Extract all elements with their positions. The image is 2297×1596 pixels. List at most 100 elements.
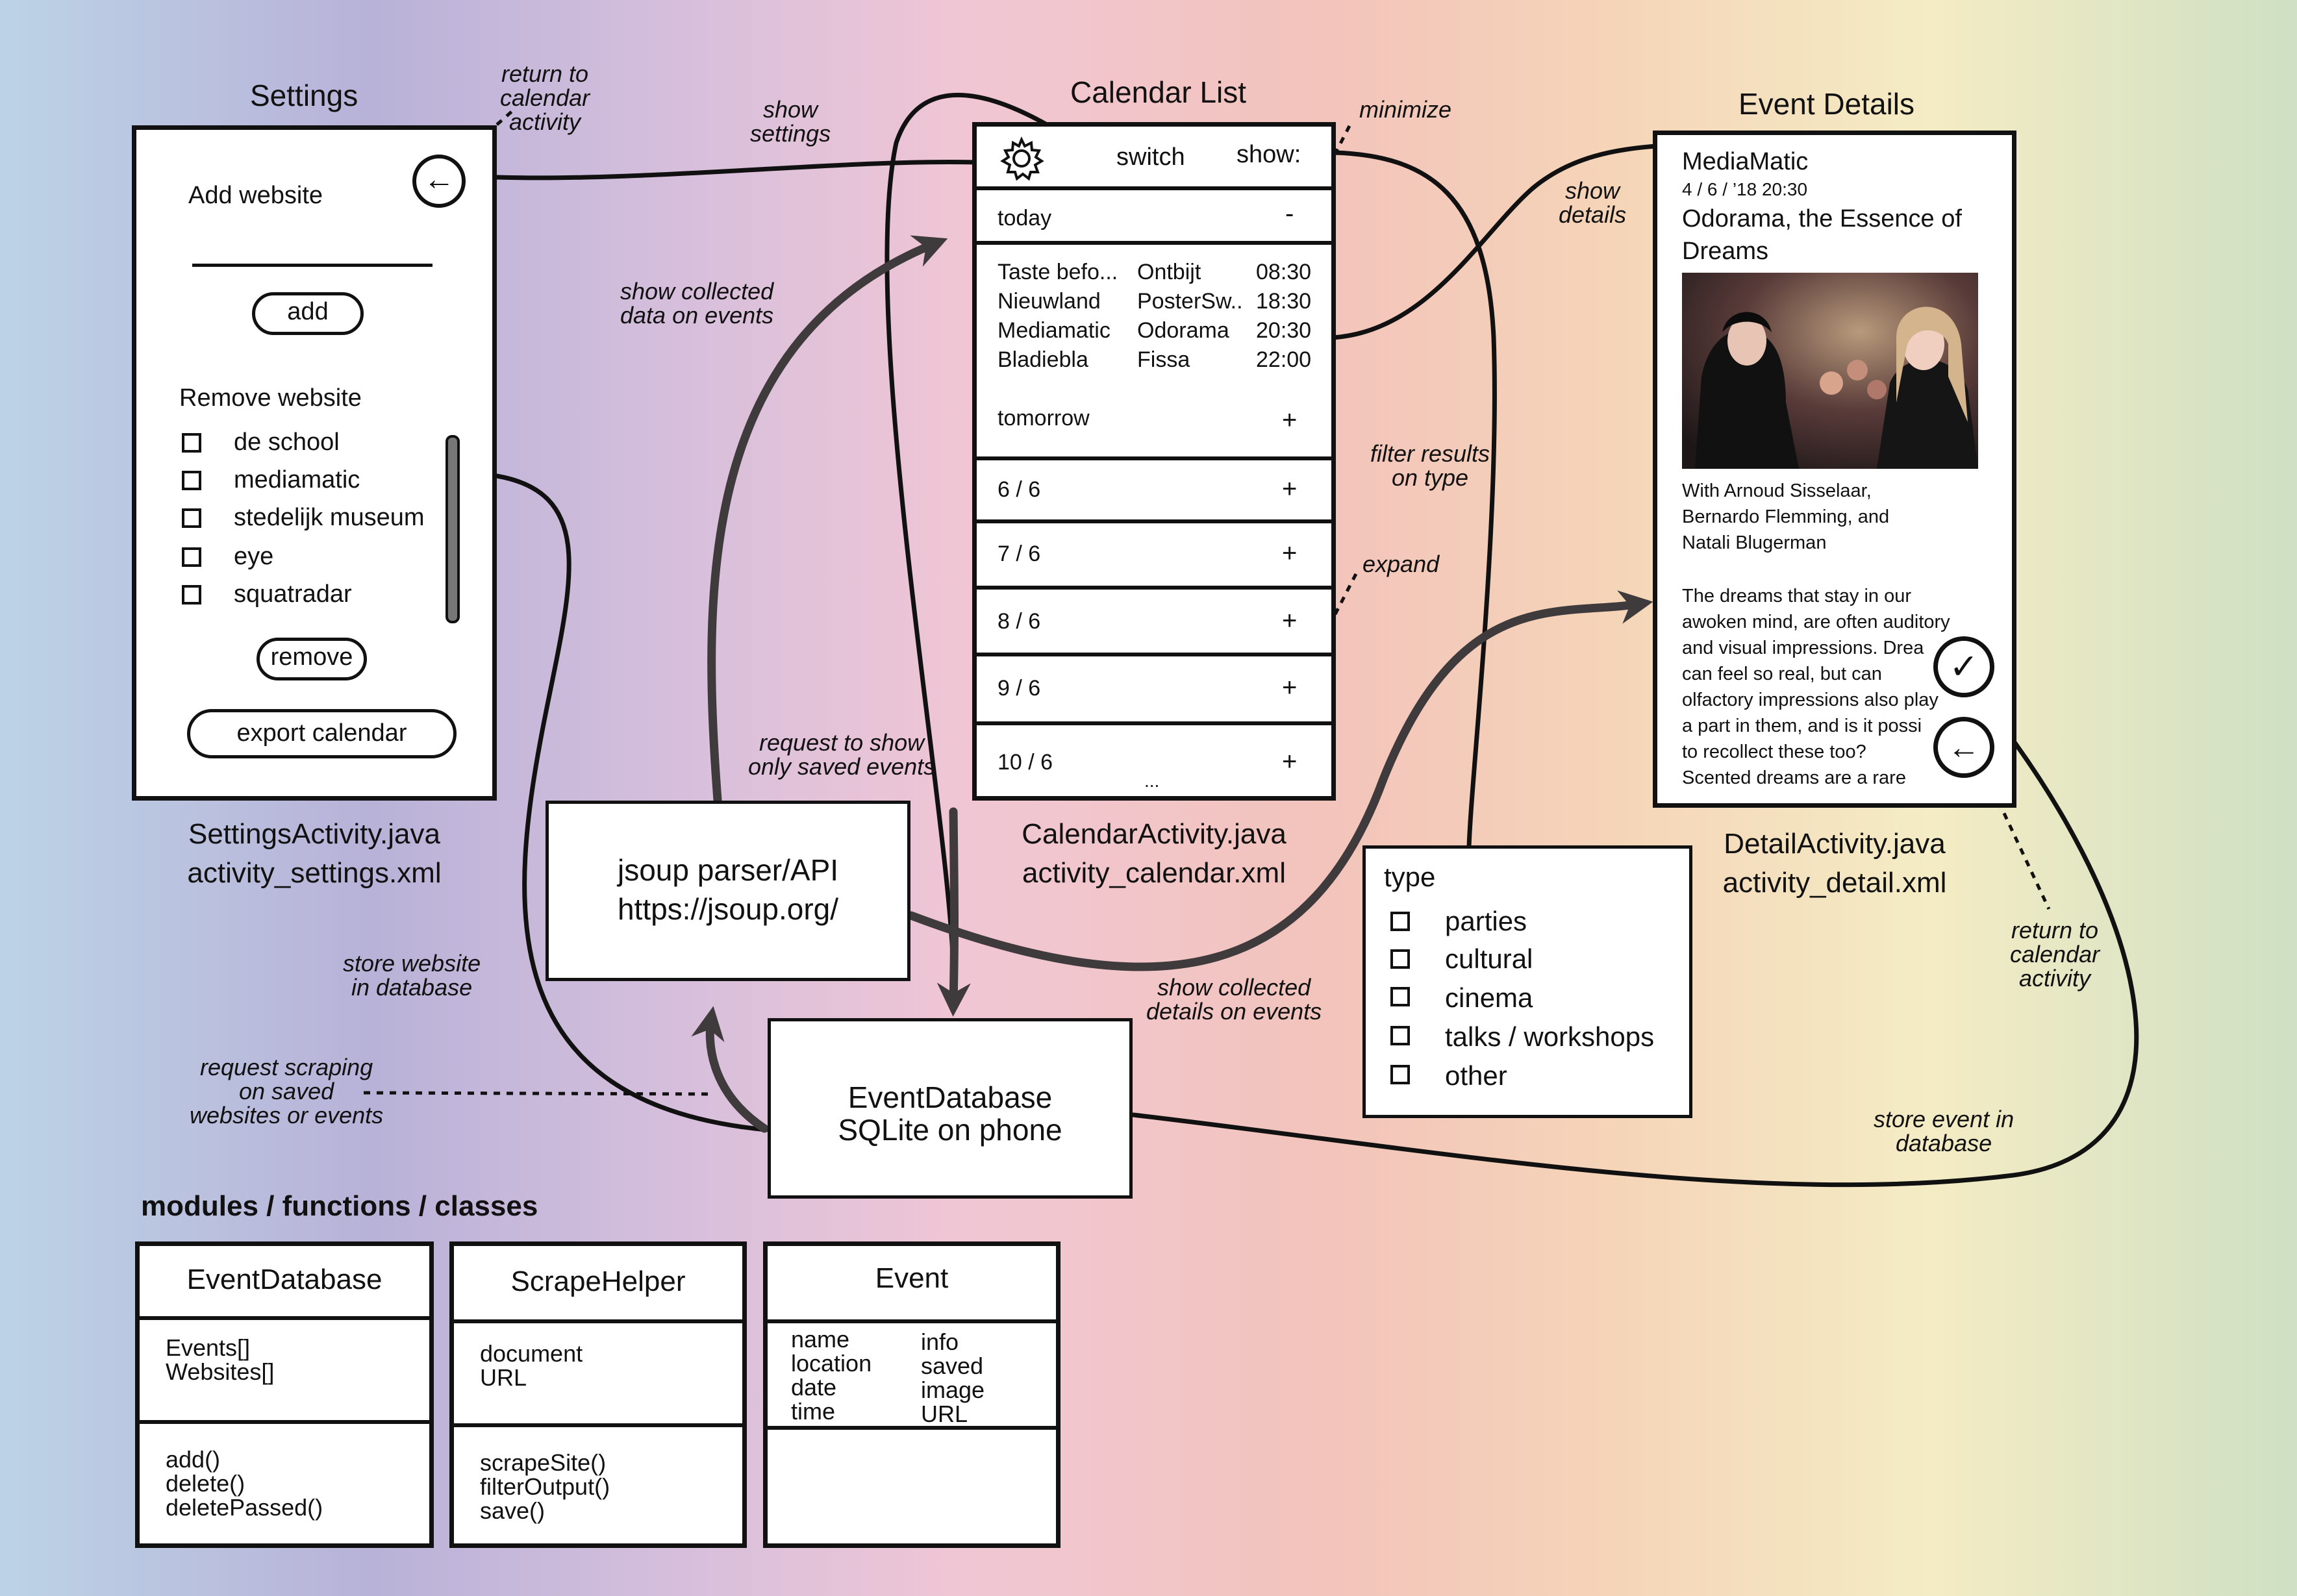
website-label: squatradar (234, 580, 352, 608)
note-line: activity (2019, 965, 2091, 991)
event-row[interactable]: Taste befo... Ontbijt 08:30 (977, 260, 1331, 289)
event-name: Ontbijt (1137, 260, 1201, 284)
note-line: on saved (239, 1078, 334, 1104)
class-name: EventDatabase (140, 1246, 429, 1320)
class-field: saved (921, 1353, 984, 1379)
back-button[interactable]: ← (412, 155, 466, 208)
expand-button[interactable]: + (1282, 475, 1298, 503)
link-settings-calendar (494, 160, 978, 181)
class-method: save() (480, 1497, 546, 1524)
description-line: a part in them, and is it possi (1682, 716, 1922, 736)
description-line: olfactory impressions also play (1682, 690, 1939, 710)
day-label: 9 / 6 (998, 676, 1041, 701)
description-line: and visual impressions. Drea (1682, 638, 1924, 658)
note-minimize: minimize (1359, 97, 1451, 121)
expand-button[interactable]: + (1282, 606, 1298, 635)
scrollbar[interactable] (446, 435, 460, 623)
event-time: 08:30 (1256, 260, 1312, 284)
class-field: date (791, 1374, 837, 1401)
day-row[interactable]: 10 / 6 + ... (977, 725, 1331, 797)
note-line: return to (501, 60, 589, 87)
day-row[interactable]: 7 / 6 + (977, 523, 1331, 590)
expand-button[interactable]: + (1282, 406, 1298, 434)
website-checkbox[interactable] (182, 471, 201, 490)
detail-caption: DetailActivity.java activity_detail.xml (1653, 825, 2016, 903)
description-line: Scented dreams are a rare (1682, 767, 1906, 788)
day-row-today[interactable]: today - (977, 194, 1331, 245)
type-checkbox[interactable] (1390, 949, 1410, 969)
type-checkbox[interactable] (1390, 912, 1410, 931)
description-line: can feel so real, but can (1682, 664, 1882, 684)
arrow-left-icon: ← (1948, 729, 1980, 766)
note-store-website: store website in database (343, 951, 481, 999)
day-row[interactable]: 6 / 6 + (977, 460, 1331, 523)
class-fields: document URL (454, 1323, 742, 1427)
class-method: delete() (166, 1470, 245, 1497)
website-checkbox[interactable] (182, 433, 201, 453)
type-checkbox[interactable] (1390, 1026, 1410, 1045)
website-checkbox[interactable] (182, 585, 201, 605)
event-name: PosterSw.. (1137, 289, 1243, 314)
type-checkbox[interactable] (1390, 1065, 1410, 1084)
class-name: Event (768, 1246, 1056, 1323)
website-input[interactable] (192, 264, 433, 267)
note-line: database (1895, 1130, 1992, 1156)
day-row[interactable]: 8 / 6 + (977, 590, 1331, 656)
back-button[interactable]: ← (1933, 717, 1994, 778)
note-line: calendar (500, 84, 590, 111)
event-row[interactable]: Mediamatic Odorama 20:30 (977, 318, 1331, 347)
check-icon: ✓ (1949, 647, 1979, 686)
website-checkbox[interactable] (182, 547, 201, 567)
event-title-line1: Odorama, the Essence of (1682, 205, 1962, 232)
settings-title: Settings (250, 79, 358, 112)
add-button[interactable]: add (252, 292, 364, 335)
website-checkbox[interactable] (182, 508, 201, 528)
class-methods (768, 1430, 1056, 1540)
event-row[interactable]: Nieuwland PosterSw.. 18:30 (977, 289, 1331, 318)
minimize-button[interactable]: - (1285, 199, 1294, 228)
class-field: Websites[] (166, 1358, 275, 1385)
day-row-tomorrow[interactable]: tomorrow + (977, 393, 1331, 460)
class-method: scrapeSite() (480, 1449, 607, 1476)
day-label: 10 / 6 (998, 750, 1053, 775)
link-calendar-detail (1330, 143, 1659, 340)
class-box: ScrapeHelper document URL scrapeSite() f… (449, 1241, 747, 1548)
export-calendar-button[interactable]: export calendar (187, 709, 457, 758)
type-checkbox[interactable] (1390, 987, 1410, 1006)
save-event-button[interactable]: ✓ (1933, 636, 1994, 697)
note-line: in database (351, 974, 473, 1001)
link-settings-db (494, 473, 769, 1132)
modules-heading: modules / functions / classes (141, 1190, 538, 1222)
class-name: ScrapeHelper (454, 1246, 742, 1323)
website-label: stedelijk museum (234, 504, 425, 531)
expand-button[interactable]: + (1282, 673, 1298, 702)
note-return-detail: return to calendar activity (2010, 918, 2100, 990)
event-time: 20:30 (1256, 318, 1312, 343)
artist-line: With Arnoud Sisselaar, (1682, 480, 1872, 501)
gear-icon[interactable] (999, 136, 1044, 181)
switch-button[interactable]: switch (1116, 143, 1185, 171)
note-line: store event in (1874, 1106, 2015, 1132)
detail-xml-file: activity_detail.xml (1722, 867, 1947, 899)
note-expand: expand (1362, 552, 1439, 576)
description-line: awoken mind, are often auditory (1682, 612, 1950, 632)
artist-line: Natali Blugerman (1682, 532, 1827, 553)
arrow-left-icon: ← (423, 162, 455, 197)
calendar-screen: switch show: today - Taste befo... Ontbi… (972, 122, 1336, 801)
class-field: name (791, 1326, 850, 1353)
event-row[interactable]: Bladiebla Fissa 22:00 (977, 347, 1331, 377)
type-filter-box: type parties cultural cinema talks / wor… (1362, 845, 1692, 1118)
calendar-caption: CalendarActivity.java activity_calendar.… (972, 815, 1336, 893)
day-row[interactable]: 9 / 6 + (977, 656, 1331, 725)
event-database-box: EventDatabase SQLite on phone (768, 1018, 1133, 1199)
event-photo (1682, 273, 1978, 469)
note-line: only saved events (748, 753, 936, 780)
note-request-scraping: request scraping on saved websites or ev… (190, 1055, 383, 1127)
dotted-request-scraping (363, 1091, 715, 1096)
expand-button[interactable]: + (1282, 539, 1298, 567)
detail-java-file: DetailActivity.java (1724, 828, 1946, 860)
website-label: de school (234, 429, 340, 456)
remove-button[interactable]: remove (257, 638, 367, 680)
show-filter-button[interactable]: show: (1236, 141, 1301, 168)
expand-button[interactable]: + (1282, 747, 1298, 776)
